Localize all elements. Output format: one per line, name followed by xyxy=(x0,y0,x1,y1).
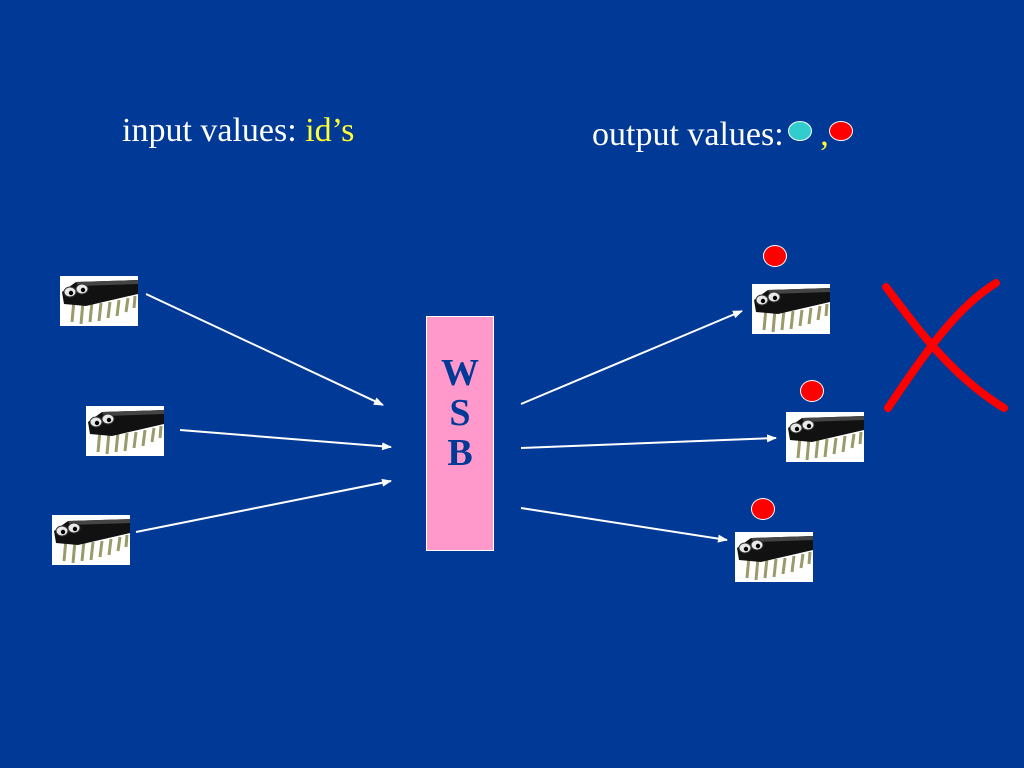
input-arrow-3 xyxy=(135,478,392,533)
input-values-label: input values: id’s xyxy=(122,112,354,150)
chip-icon xyxy=(786,412,864,462)
output-values-prefix: output values: xyxy=(592,116,784,153)
chip-icon xyxy=(60,276,138,326)
cross-mark-icon xyxy=(882,279,1008,412)
input-chip-3 xyxy=(52,515,130,565)
output-arrow-3 xyxy=(520,507,728,543)
input-values-accent: id’s xyxy=(305,112,355,149)
chip-icon xyxy=(86,406,164,456)
input-chip-2 xyxy=(86,406,164,456)
teal-dot-icon xyxy=(787,121,812,142)
wsb-letter-w: W xyxy=(441,352,479,394)
chip-icon xyxy=(735,532,813,582)
wsb-letter-s: S xyxy=(449,392,471,434)
input-values-prefix: input values: xyxy=(122,112,306,149)
output-chip-2 xyxy=(786,412,864,462)
input-arrow-2 xyxy=(179,429,392,451)
output-arrow-1 xyxy=(520,310,743,405)
wsb-letter-b: B xyxy=(447,432,473,474)
output-values-separator: , xyxy=(820,116,829,153)
red-dot-icon xyxy=(828,121,853,142)
output-chip-3 xyxy=(735,532,813,582)
output-values-label: output values: , xyxy=(592,116,853,154)
output-chip-1 xyxy=(752,284,830,334)
output-arrow-2 xyxy=(520,434,777,449)
input-chip-1 xyxy=(60,276,138,326)
chip-icon xyxy=(52,515,130,565)
output-dot-3 xyxy=(751,498,775,520)
input-arrow-1 xyxy=(145,293,384,406)
wsb-box: W S B xyxy=(426,316,494,551)
chip-icon xyxy=(752,284,830,334)
output-dot-2 xyxy=(800,380,824,402)
output-dot-1 xyxy=(763,245,787,267)
